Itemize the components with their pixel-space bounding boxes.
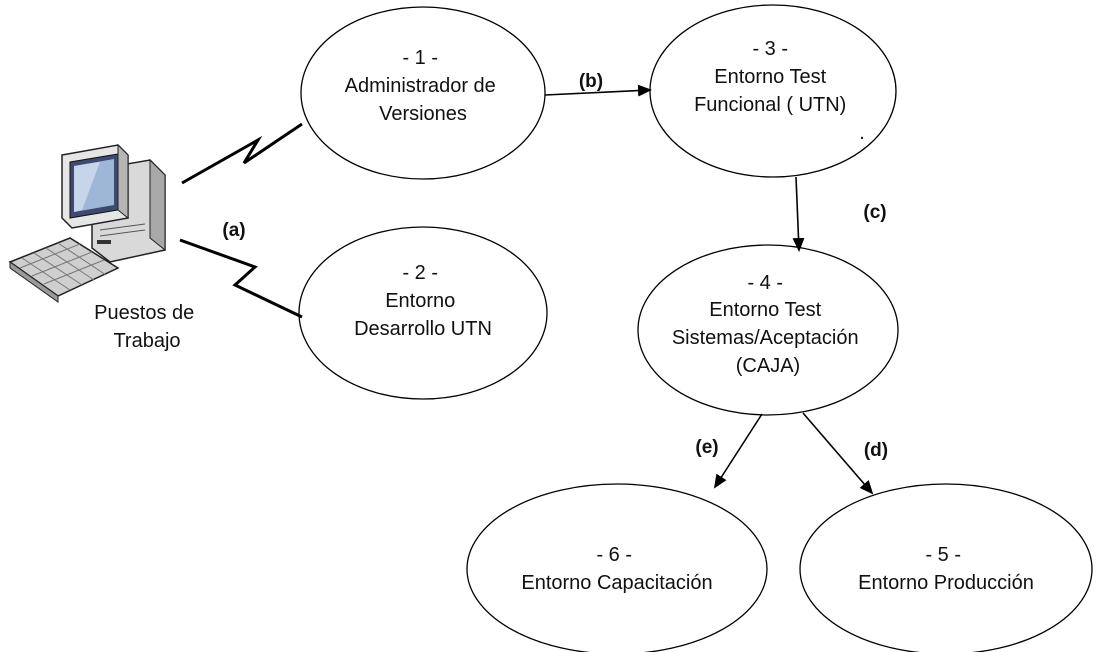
edge-e-arrow bbox=[713, 413, 763, 489]
lightning-connector-2 bbox=[179, 238, 303, 319]
edge-label-c: (c) bbox=[863, 202, 886, 223]
lightning-connector-1 bbox=[181, 122, 303, 185]
node-5-ellipse bbox=[799, 483, 1093, 652]
edge-label-e: (e) bbox=[695, 437, 718, 458]
edge-c-arrow bbox=[792, 176, 805, 252]
node-2-label: - 2 - Entorno Desarrollo UTN bbox=[354, 262, 492, 340]
node-5-label: - 5 - Entorno Producción bbox=[858, 544, 1034, 594]
edge-b-arrow bbox=[544, 84, 652, 97]
edge-label-a: (a) bbox=[222, 220, 245, 241]
node-4-label: - 4 - Entorno Test Sistemas/Aceptación (… bbox=[672, 272, 864, 377]
node-6-ellipse bbox=[466, 483, 768, 652]
edge-label-b: (b) bbox=[579, 71, 603, 92]
node-2-ellipse bbox=[298, 226, 548, 400]
node-1-ellipse bbox=[300, 6, 546, 180]
node-4-ellipse bbox=[637, 244, 899, 416]
edge-label-d: (d) bbox=[864, 440, 888, 461]
workstation-label: Puestos de Trabajo bbox=[94, 302, 200, 352]
edge-d-arrow bbox=[802, 412, 874, 495]
node-1-label: - 1 - Administrador de Versiones bbox=[345, 47, 502, 125]
node-6-label: - 6 - Entorno Capacitación bbox=[521, 544, 712, 594]
node-3-label: - 3 - Entorno Test Funcional ( UTN) . bbox=[694, 38, 865, 144]
computer-icon bbox=[8, 143, 166, 303]
node-3-ellipse bbox=[649, 4, 897, 178]
